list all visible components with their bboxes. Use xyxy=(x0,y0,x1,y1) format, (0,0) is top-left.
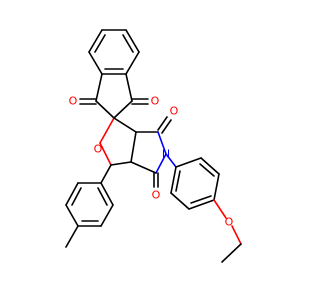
double-bond-inner xyxy=(199,163,215,177)
bond xyxy=(95,100,115,119)
bond xyxy=(125,29,140,53)
bond xyxy=(95,73,103,102)
double-bond-inner xyxy=(97,187,108,206)
molecule-structure: O O O O O N O xyxy=(65,29,242,263)
tolyl-linkage xyxy=(100,164,112,184)
bond xyxy=(88,51,103,75)
bond xyxy=(213,199,227,219)
imide-carbonyls xyxy=(153,116,172,188)
bond xyxy=(161,119,172,134)
bond xyxy=(125,73,133,102)
bond xyxy=(100,182,114,206)
oxygen-atom: O xyxy=(69,95,78,108)
bond xyxy=(188,199,215,210)
bond xyxy=(130,131,137,163)
bond xyxy=(155,153,167,174)
nitrogen-atom: N xyxy=(162,148,170,161)
bond xyxy=(213,173,220,201)
ethoxyphenyl-ring xyxy=(170,157,220,210)
bond xyxy=(88,29,103,53)
bond xyxy=(99,117,115,144)
oxygen-atom: O xyxy=(94,143,103,156)
bond xyxy=(113,117,137,133)
bond xyxy=(175,157,202,168)
bond xyxy=(200,157,220,175)
bond xyxy=(99,142,112,166)
bond xyxy=(100,164,112,184)
bond xyxy=(157,131,167,155)
bond xyxy=(65,225,79,248)
bond xyxy=(65,182,79,206)
double-bond-inner xyxy=(190,195,212,204)
bond xyxy=(65,204,79,227)
double-bond-inner xyxy=(94,34,106,53)
oxygen-atom: O xyxy=(170,105,179,118)
bond xyxy=(231,225,242,245)
bond xyxy=(130,161,157,174)
double-bond-inner xyxy=(175,170,181,192)
bond xyxy=(165,153,177,168)
bond xyxy=(157,116,168,131)
fused-ring-system xyxy=(99,117,167,174)
oxygen-atom: O xyxy=(225,216,234,229)
bond xyxy=(170,166,177,194)
oxygen-atom: O xyxy=(152,189,161,202)
molecule-canvas: O O O O O N O xyxy=(65,29,242,263)
tolyl-ring xyxy=(65,182,114,227)
double-bond-inner xyxy=(71,187,82,206)
bond xyxy=(170,192,190,210)
indanone-carbonyls xyxy=(79,98,149,105)
indanedione-ring xyxy=(95,73,133,119)
bond xyxy=(113,100,133,119)
double-bond-inner xyxy=(122,34,134,53)
methyl-group xyxy=(65,225,79,248)
oxygen-atom: O xyxy=(151,95,160,108)
n-aryl-linkage xyxy=(165,153,177,168)
indane-benzene-ring xyxy=(88,29,140,75)
bond xyxy=(100,204,114,227)
bond xyxy=(221,243,242,263)
ethoxy-group xyxy=(213,199,242,263)
bond xyxy=(125,51,140,75)
bond xyxy=(110,161,132,166)
